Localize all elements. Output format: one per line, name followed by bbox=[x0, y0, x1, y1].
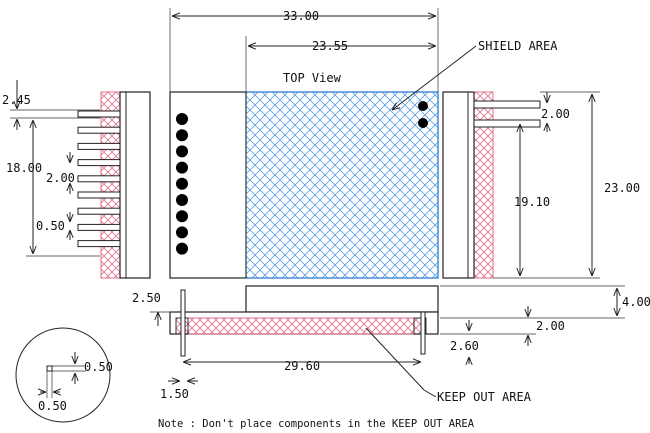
keep-out-label: KEEP OUT AREA bbox=[437, 390, 532, 404]
dim-right-pin-span: 19.10 bbox=[514, 195, 550, 209]
detail-pin bbox=[46, 365, 53, 372]
pin-detail: 0.50 0.50 bbox=[15, 327, 113, 423]
left-dimensions: 2.45 18.00 2.00 0.50 bbox=[2, 80, 100, 257]
left-keepout-hatch bbox=[100, 91, 121, 279]
dim-pin-pitch: 2.00 bbox=[46, 171, 75, 185]
left-pin bbox=[77, 240, 121, 248]
front-dimensions: 2.50 4.00 2.00 2.60 29.60 1.50 KEEP OUT … bbox=[132, 285, 650, 404]
dim-right-pin-pitch: 2.00 bbox=[541, 107, 570, 121]
right-dimensions: 2.00 19.10 23.00 bbox=[493, 91, 640, 279]
right-side-view bbox=[442, 91, 541, 279]
right-pin bbox=[473, 100, 541, 109]
dim-pin-base: 2.60 bbox=[450, 339, 479, 353]
left-pins bbox=[77, 110, 121, 248]
note-text: Note : Don't place components in the KEE… bbox=[158, 418, 475, 430]
left-pin bbox=[77, 142, 121, 150]
pin-dot bbox=[176, 113, 188, 125]
left-pin bbox=[77, 207, 121, 215]
dim-overall-width: 33.00 bbox=[283, 9, 319, 23]
top-view: TOP View bbox=[169, 71, 439, 279]
pin-dot bbox=[176, 145, 188, 158]
shield-dot bbox=[418, 118, 428, 128]
dim-pin-row-span: 29.60 bbox=[284, 359, 320, 373]
dim-pin-span: 18.00 bbox=[6, 161, 42, 175]
right-pin bbox=[473, 119, 541, 128]
left-side-body bbox=[119, 91, 151, 279]
left-pin bbox=[77, 126, 121, 134]
right-side-body bbox=[442, 91, 475, 279]
detail-circle bbox=[15, 327, 111, 423]
pin-dot bbox=[176, 129, 188, 142]
top-view-label: TOP View bbox=[283, 71, 342, 85]
dim-side-height: 4.00 bbox=[622, 295, 650, 309]
front-pin-right bbox=[420, 311, 426, 355]
dim-pin-inset: 1.50 bbox=[160, 387, 189, 401]
top-dimensions: 33.00 23.55 SHIELD AREA bbox=[169, 8, 558, 110]
dim-board-thickness: 2.00 bbox=[536, 319, 565, 333]
left-pin bbox=[77, 159, 121, 167]
dim-pin-width: 0.50 bbox=[36, 219, 65, 233]
dim-pin-offset: 2.45 bbox=[2, 93, 31, 107]
dim-overall-height: 23.00 bbox=[604, 181, 640, 195]
dim-pin-length: 2.50 bbox=[132, 291, 161, 305]
pin-dot bbox=[176, 210, 188, 223]
pin-dots bbox=[176, 113, 188, 255]
left-side-view bbox=[77, 91, 151, 279]
front-view bbox=[169, 285, 439, 357]
pin-dot bbox=[176, 242, 188, 255]
pin-dot bbox=[176, 194, 188, 206]
shield-area-label: SHIELD AREA bbox=[478, 39, 558, 53]
left-pin bbox=[77, 110, 121, 118]
dim-detail-pin-h: 0.50 bbox=[84, 360, 113, 374]
left-pin bbox=[77, 175, 121, 183]
shield-area-hatch bbox=[245, 91, 439, 279]
pin-dot bbox=[176, 161, 188, 174]
dim-shield-width: 23.55 bbox=[312, 39, 348, 53]
pin-dot bbox=[176, 226, 188, 239]
front-pin-left bbox=[180, 289, 186, 357]
dim-detail-pin-w: 0.50 bbox=[38, 399, 67, 413]
pin-dot bbox=[176, 177, 188, 190]
left-pin bbox=[77, 223, 121, 231]
bottom-keepout-hatch bbox=[187, 317, 415, 335]
left-pin bbox=[77, 191, 121, 199]
shield-can bbox=[245, 285, 439, 313]
shield-dot bbox=[418, 101, 428, 111]
